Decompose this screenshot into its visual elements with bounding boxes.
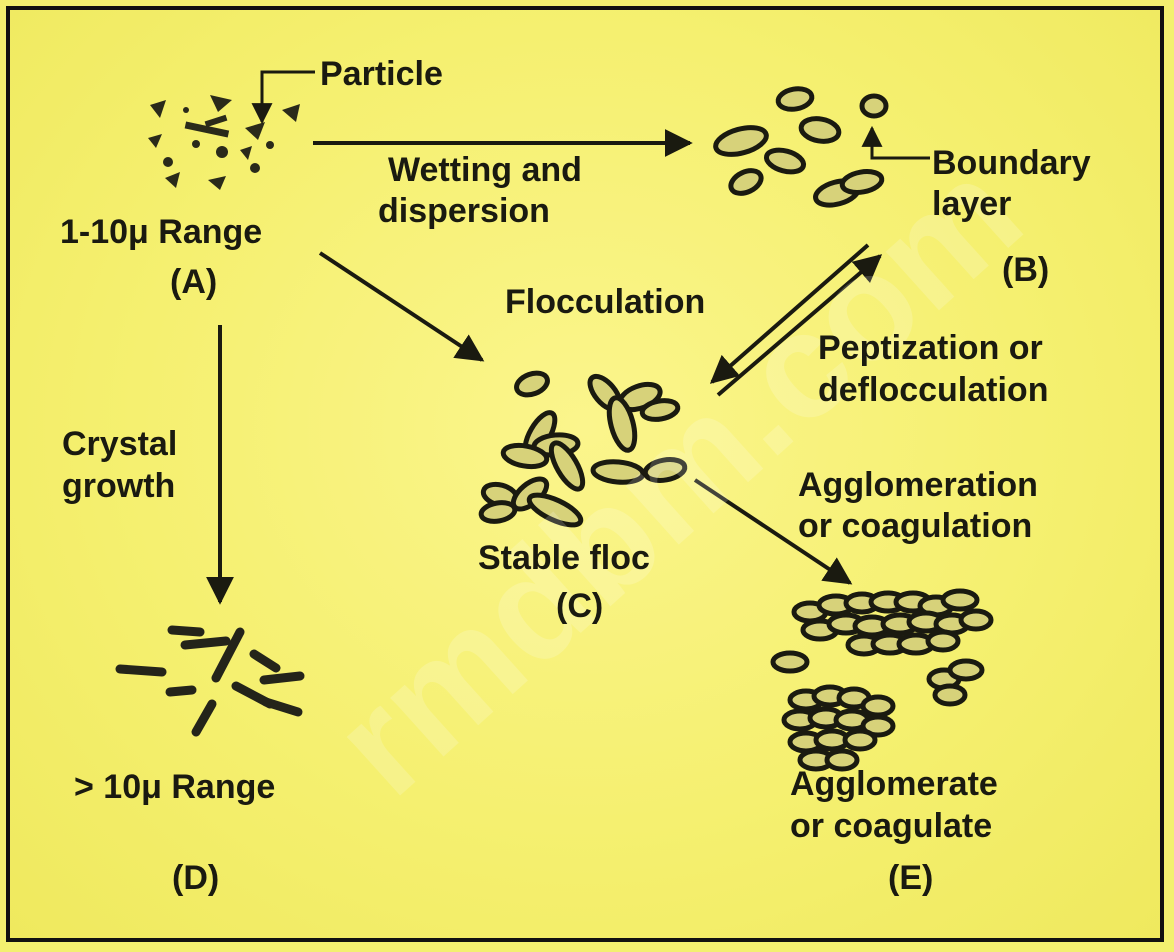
boundary-label-line2: layer <box>932 184 1011 224</box>
boundary-label-line1: Boundary <box>932 143 1091 183</box>
peptization-label-line1: Peptization or <box>818 328 1043 368</box>
tag-d-label: (D) <box>172 858 219 898</box>
flocculation-label: Flocculation <box>505 282 705 322</box>
wetting-label-line1: Wetting and <box>388 150 582 190</box>
crystal-growth-label-line1: Crystal <box>62 424 177 464</box>
stable-floc-label: Stable floc <box>478 538 650 578</box>
tag-b-label: (B) <box>1002 250 1049 290</box>
tag-a-label: (A) <box>170 262 217 302</box>
large-crystals-cluster <box>120 630 300 732</box>
boundary-layer-pointer <box>872 128 930 158</box>
agglomerate-label-line2: or coagulate <box>790 806 992 846</box>
agglomerate-label-line1: Agglomerate <box>790 764 998 804</box>
stable-floc-cluster <box>480 369 687 531</box>
agglomeration-label-line2: or coagulation <box>798 506 1032 546</box>
agglomerate-cluster <box>773 591 991 769</box>
particle-label: Particle <box>320 54 443 94</box>
tag-e-label: (E) <box>888 858 933 898</box>
wetting-label-line2: dispersion <box>378 191 550 231</box>
agglomeration-label-line1: Agglomeration <box>798 465 1038 505</box>
tag-c-label: (C) <box>556 586 603 626</box>
crystal-growth-label-line2: growth <box>62 466 175 506</box>
flocculation-arrow <box>320 253 482 360</box>
range-d-label: > 10μ Range <box>74 767 275 807</box>
small-particles-cluster <box>148 95 300 190</box>
range-a-label: 1-10μ Range <box>60 212 262 252</box>
dispersed-particles-cluster <box>713 86 886 209</box>
peptization-label-line2: deflocculation <box>818 370 1048 410</box>
